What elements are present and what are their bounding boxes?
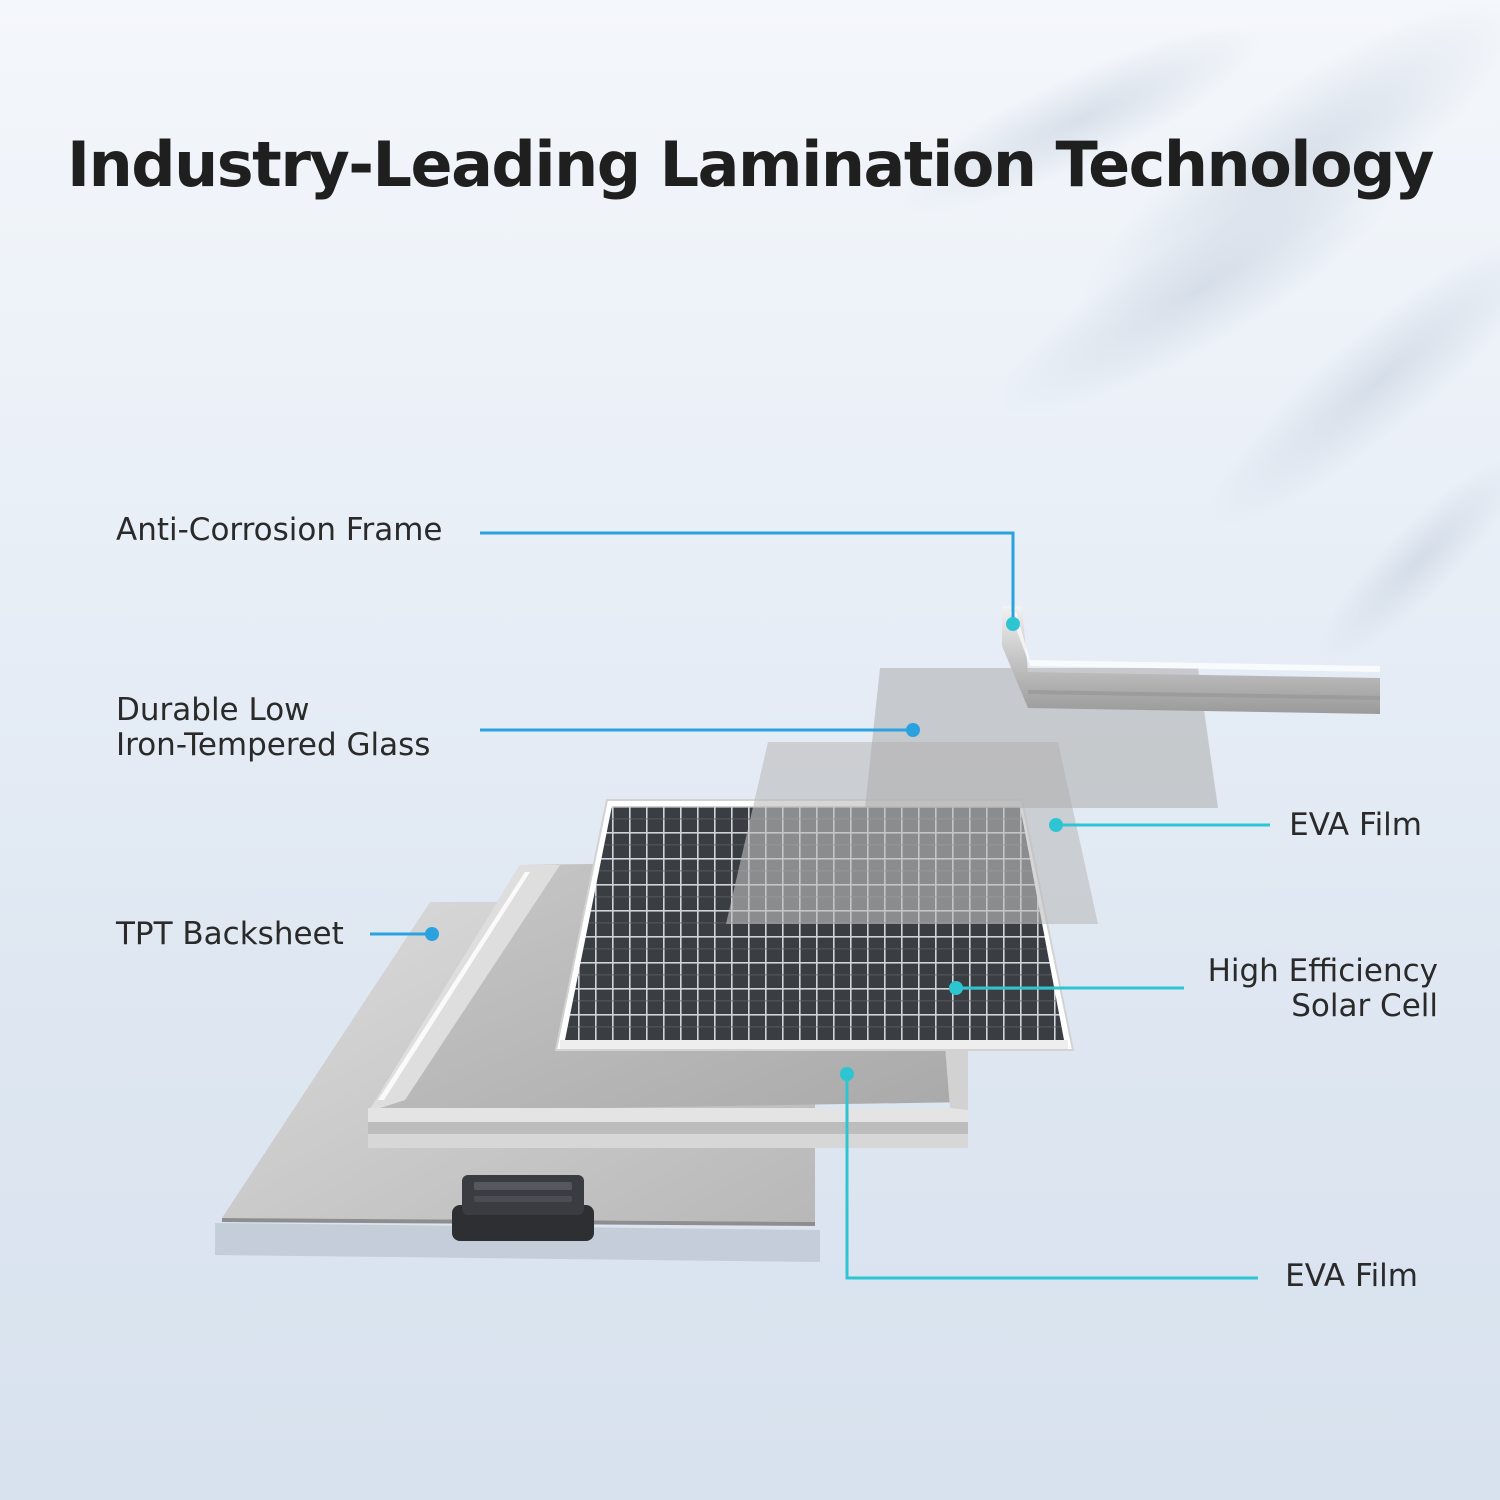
label-solar-cell-line-1: High Efficiency xyxy=(1207,953,1438,989)
leaf-shadow-decoration xyxy=(897,0,1500,663)
junction-box xyxy=(452,1175,594,1241)
leader-lines xyxy=(370,531,1270,1280)
leader-dots xyxy=(425,617,1063,1081)
leader-frame xyxy=(480,531,1015,624)
label-eva-film-top: EVA Film xyxy=(1289,807,1422,843)
page-title: Industry-Leading Lamination Technology xyxy=(67,128,1434,201)
label-eva-film-bottom: EVA Film xyxy=(1285,1258,1418,1294)
label-anti-corrosion-frame: Anti-Corrosion Frame xyxy=(116,512,443,548)
label-solar-cell-line-2: Solar Cell xyxy=(1291,988,1438,1024)
anti-corrosion-frame-rail xyxy=(1002,606,1380,714)
label-tempered-glass-line-1: Durable Low xyxy=(116,692,310,728)
label-tempered-glass-line-2: Iron-Tempered Glass xyxy=(116,727,431,763)
leader-eva-bottom xyxy=(845,1074,1258,1280)
label-tempered-glass: Durable Low Iron-Tempered Glass xyxy=(116,693,430,763)
label-high-efficiency-solar-cell: High Efficiency Solar Cell xyxy=(1208,954,1438,1024)
label-tpt-backsheet: TPT Backsheet xyxy=(116,916,344,952)
